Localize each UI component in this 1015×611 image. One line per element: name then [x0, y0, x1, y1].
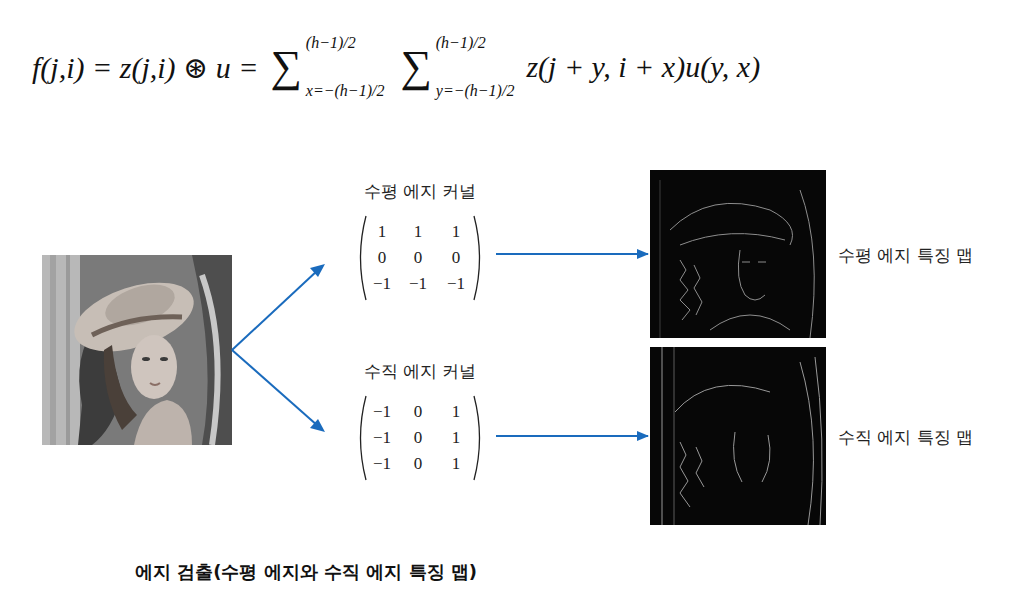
matrix-cell: 0: [414, 402, 423, 422]
feature-map-label: 수직 에지 특징 맵: [838, 426, 973, 449]
lower-limit: x=−(h−1)/2: [306, 82, 385, 100]
matrix-cell: 0: [414, 454, 423, 474]
right-bracket: [474, 396, 480, 480]
upper-limit: (h−1)/2: [436, 34, 515, 52]
matrix-cell: 1: [452, 454, 461, 474]
kernel-title: 수직 에지 커널: [364, 360, 477, 383]
matrix-cell: −1: [373, 428, 391, 448]
matrix-cell: 1: [414, 222, 423, 242]
sum-symbol: ∑: [270, 45, 301, 89]
matrix-cell: 0: [452, 248, 461, 268]
upper-limit: (h−1)/2: [306, 34, 385, 52]
kernel-box: 수직 에지 커널 −1 0 1 −1 0 1 −1 0 1: [350, 358, 490, 484]
matrix-cell: −1: [373, 402, 391, 422]
left-bracket: [361, 396, 367, 480]
feature-map-box: 수평 에지 특징 맵: [650, 170, 976, 338]
right-bracket: [474, 216, 480, 300]
convolution-formula: f(j,i) = z(j,i) ⊛ u =∑(h−1)/2x=−(h−1)/2∑…: [28, 34, 764, 100]
matrix-cell: 0: [414, 428, 423, 448]
matrix-cell: 0: [414, 248, 423, 268]
figure-caption: 에지 검출(수평 에지와 수직 에지 특징 맵): [135, 560, 477, 584]
matrix-cell: 1: [452, 402, 461, 422]
feature-map-box: 수직 에지 특징 맵: [650, 347, 976, 525]
formula-term: z(j + y, i + x)u(y, x): [526, 50, 760, 84]
feature-map-image: [650, 170, 826, 338]
feature-map-image: [650, 347, 826, 525]
summation: ∑ (h−1)/2 y=−(h−1)/2: [392, 34, 522, 100]
sum-limits: (h−1)/2 x=−(h−1)/2: [306, 34, 385, 100]
kernel-title: 수평 에지 커널: [364, 180, 477, 203]
matrix-cell: −1: [409, 274, 427, 294]
matrix-cell: 1: [378, 222, 387, 242]
matrix-cell: −1: [447, 274, 465, 294]
matrix-cell: −1: [373, 274, 391, 294]
kernel-box: 수평 에지 커널 1 1 1 0 0 0 −1 −1 −1: [350, 178, 490, 304]
flow-arrow: [496, 435, 648, 437]
sum-limits: (h−1)/2 y=−(h−1)/2: [436, 34, 515, 100]
summation: ∑ (h−1)/2 x=−(h−1)/2: [262, 34, 392, 100]
sum-symbol: ∑: [400, 45, 431, 89]
left-bracket: [361, 216, 367, 300]
flow-arrow: [496, 253, 648, 255]
matrix-cell: −1: [373, 454, 391, 474]
lower-limit: y=−(h−1)/2: [436, 82, 515, 100]
matrix-cell: 1: [452, 222, 461, 242]
feature-map-label: 수평 에지 특징 맵: [838, 244, 973, 267]
matrix-cell: 1: [452, 428, 461, 448]
matrix-cell: 0: [378, 248, 387, 268]
formula-term: f(j,i) = z(j,i) ⊛ u =: [32, 50, 258, 85]
branch-arrows: [226, 250, 336, 450]
input-photo: [42, 255, 232, 445]
